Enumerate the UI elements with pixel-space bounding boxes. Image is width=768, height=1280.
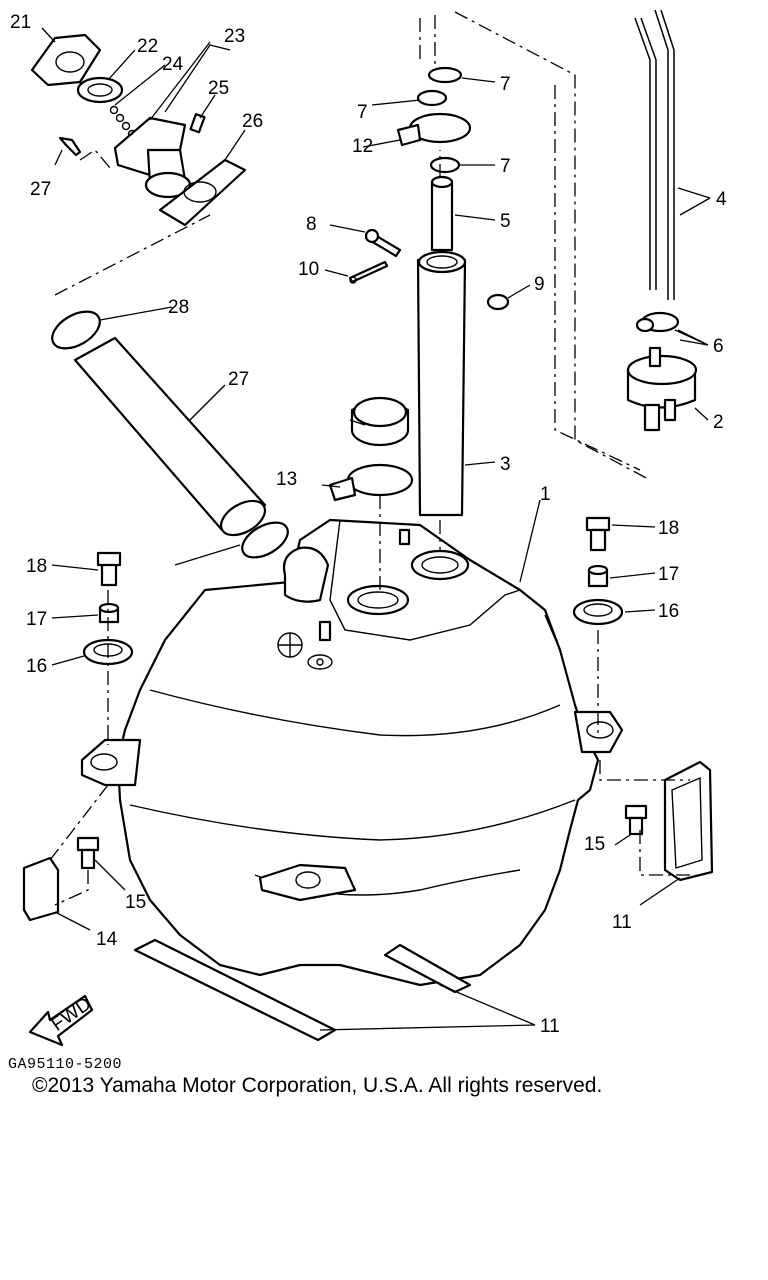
callout-15b: 15	[584, 834, 605, 855]
callout-13: 14	[96, 929, 118, 950]
fuel-tank	[80, 518, 624, 987]
copyright-notice: ©2013 Yamaha Motor Corporation, U.S.A. A…	[32, 1074, 603, 1097]
cap-28	[352, 396, 408, 428]
mount-hardware-right	[572, 516, 624, 626]
vent-system	[626, 9, 698, 432]
callout-14: 11	[612, 912, 632, 933]
callout-20: 22	[137, 36, 158, 57]
callout-7a: 7	[357, 102, 368, 123]
callout-7c: 7	[500, 156, 511, 177]
pin-washer-parts	[348, 228, 510, 311]
filler-hose	[51, 310, 289, 559]
callout-7b: 7	[500, 74, 511, 95]
callout-10: 10	[298, 259, 319, 280]
callout-27a: 28	[168, 297, 189, 318]
callout-6: 6	[713, 336, 724, 357]
callout-12: 11	[540, 1016, 560, 1037]
callout-25: 27	[30, 179, 51, 200]
callout-8: 8	[306, 214, 317, 235]
callout-18a: 18	[26, 556, 47, 577]
assembly-lines	[49, 11, 690, 906]
callout-1: 1	[540, 484, 551, 505]
callout-18b: 18	[658, 518, 679, 539]
callout-15a: 15	[125, 892, 146, 913]
hose-clamps	[328, 66, 472, 502]
callout-16b: 16	[658, 601, 679, 622]
filler-cap-assembly	[30, 33, 247, 227]
callout-2: 2	[713, 412, 724, 433]
callout-11a: 12	[352, 136, 373, 157]
callout-19: 21	[10, 12, 31, 33]
callout-26: 27	[228, 369, 249, 390]
callout-3: 3	[500, 454, 511, 475]
callout-11b: 13	[276, 469, 297, 490]
leader-lines	[41, 27, 711, 1031]
callout-4: 4	[716, 189, 727, 210]
callout-17b: 17	[658, 564, 679, 585]
callout-17a: 17	[26, 609, 47, 630]
diagram-code: GA95110-5200	[8, 1056, 123, 1073]
callout-16a: 16	[26, 656, 47, 677]
filler-tube	[416, 175, 467, 517]
callout-24: 26	[242, 111, 263, 132]
callout-9: 9	[534, 274, 545, 295]
forward-arrow: FWD	[28, 994, 95, 1047]
callout-22: 24	[162, 54, 184, 75]
callout-21: 23	[224, 26, 245, 47]
callout-23: 25	[208, 78, 229, 99]
callout-labels: 21 22 23 24 25 26 27 27 28 13 12 7 7 7 5…	[10, 12, 727, 1037]
callout-5: 5	[500, 211, 511, 232]
brackets	[22, 760, 714, 922]
